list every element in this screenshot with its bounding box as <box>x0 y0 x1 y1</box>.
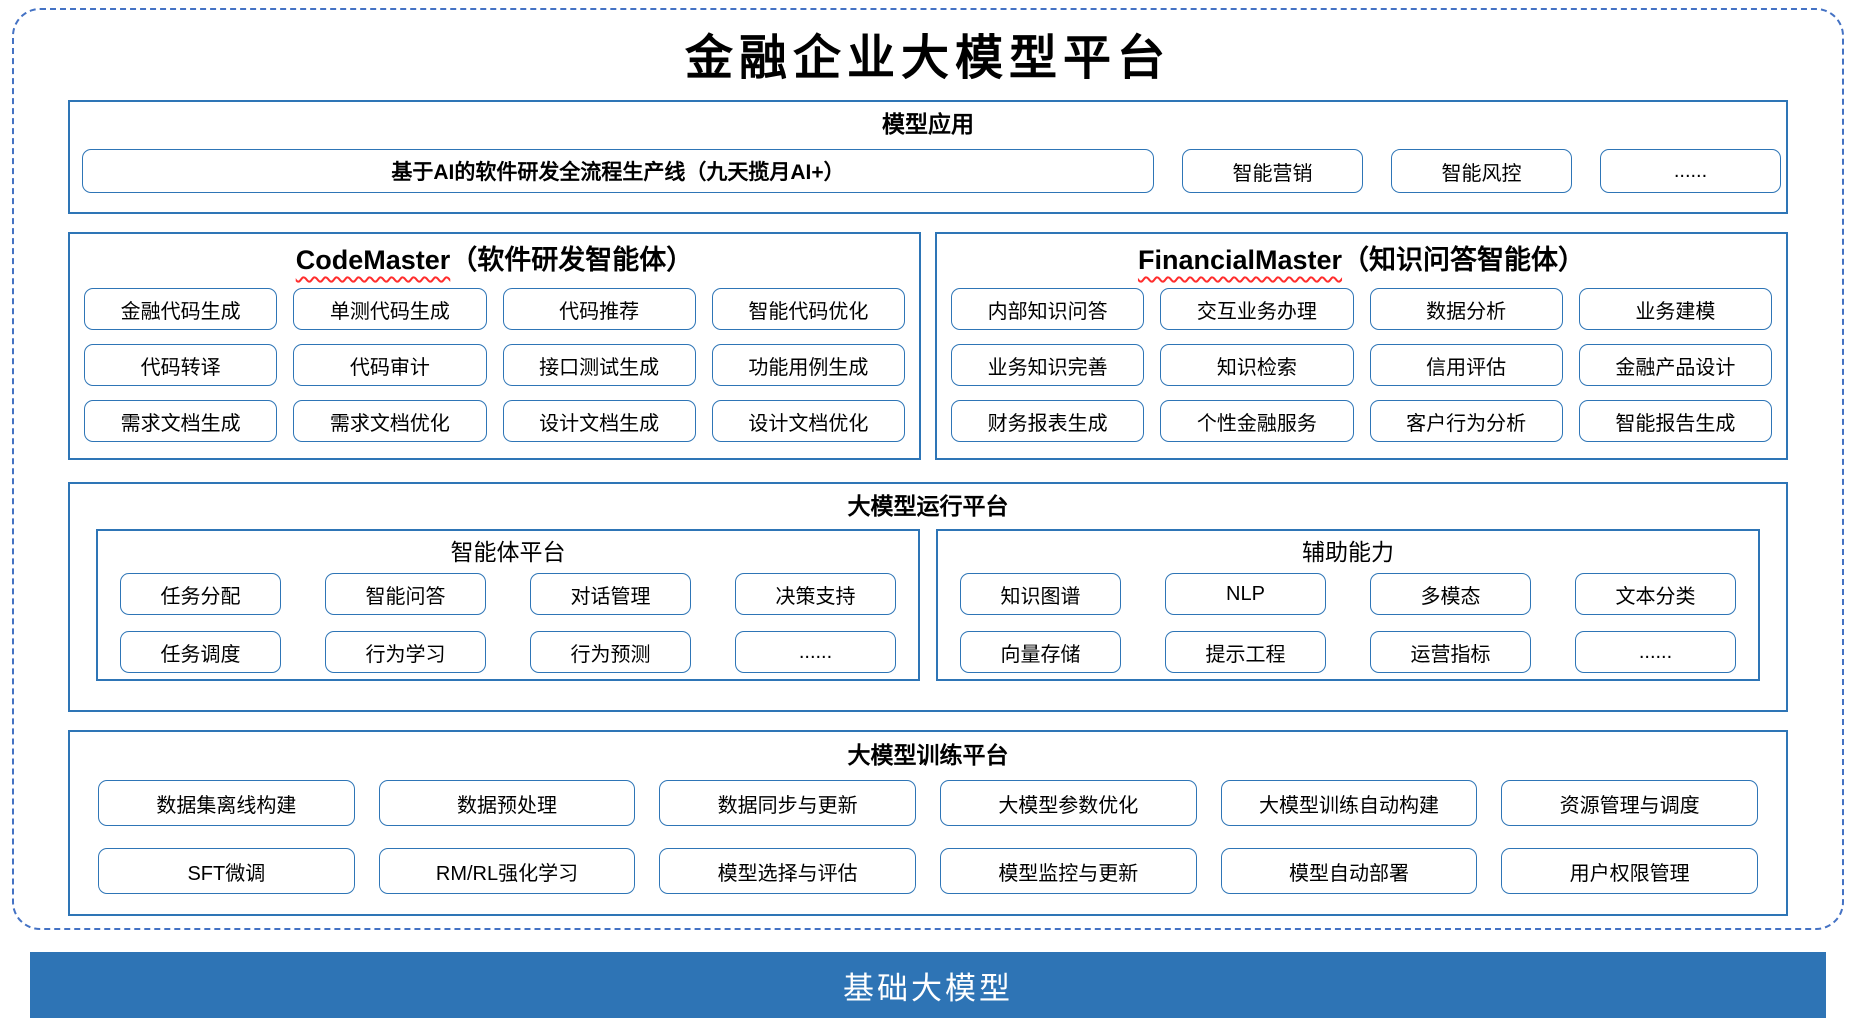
training-item: 数据集离线构建 <box>98 780 355 826</box>
codemaster-item: 代码转译 <box>84 344 278 386</box>
app-item: 智能营销 <box>1182 149 1363 193</box>
agent-platform-item: 决策支持 <box>735 573 896 615</box>
financialmaster-grid: 内部知识问答 交互业务办理 数据分析 业务建模 业务知识完善 知识检索 信用评估… <box>951 288 1772 442</box>
platform-boundary: 金融企业大模型平台 模型应用 基于AI的软件研发全流程生产线（九天揽月AI+） … <box>12 8 1844 930</box>
aux-capability-box: 辅助能力 知识图谱 NLP 多模态 文本分类 向量存储 提示工程 运营指标 ..… <box>936 529 1760 681</box>
financialmaster-item: 金融产品设计 <box>1578 344 1772 386</box>
training-item: 模型监控与更新 <box>939 848 1197 894</box>
aux-capability-header: 辅助能力 <box>1302 539 1394 565</box>
financialmaster-item: 交互业务办理 <box>1160 288 1354 330</box>
financialmaster-item: 客户行为分析 <box>1369 400 1563 442</box>
training-item: 模型自动部署 <box>1220 848 1478 894</box>
agent-platform-box: 智能体平台 任务分配 智能问答 对话管理 决策支持 任务调度 行为学习 行为预测… <box>96 529 920 681</box>
codemaster-item: 金融代码生成 <box>84 288 278 330</box>
financialmaster-header: FinancialMaster（知识问答智能体） <box>951 240 1772 280</box>
aux-capability-item: 多模态 <box>1370 573 1531 615</box>
training-item: 模型选择与评估 <box>659 848 916 894</box>
codemaster-header-en: CodeMaster <box>295 245 451 275</box>
training-item: SFT微调 <box>98 848 355 894</box>
codemaster-item: 接口测试生成 <box>502 344 696 386</box>
codemaster-item: 需求文档优化 <box>293 400 487 442</box>
section-financialmaster: FinancialMaster（知识问答智能体） 内部知识问答 交互业务办理 数… <box>935 232 1788 460</box>
section-training-platform: 大模型训练平台 数据集离线构建 数据预处理 数据同步与更新 大模型参数优化 大模… <box>68 730 1788 916</box>
training-item: 大模型参数优化 <box>939 780 1197 826</box>
foundation-model-bar: 基础大模型 <box>30 952 1826 1018</box>
training-item: RM/RL强化学习 <box>378 848 636 894</box>
aux-capability-item-more: ...... <box>1575 631 1736 673</box>
financialmaster-header-en: FinancialMaster <box>1137 245 1343 275</box>
codemaster-item: 需求文档生成 <box>84 400 278 442</box>
agent-platform-grid: 任务分配 智能问答 对话管理 决策支持 任务调度 行为学习 行为预测 .....… <box>120 573 896 673</box>
agent-platform-item: 智能问答 <box>325 573 486 615</box>
aux-capability-item: 运营指标 <box>1370 631 1531 673</box>
app-item-pipeline: 基于AI的软件研发全流程生产线（九天揽月AI+） <box>82 149 1154 193</box>
training-item: 用户权限管理 <box>1501 848 1758 894</box>
codemaster-grid: 金融代码生成 单测代码生成 代码推荐 智能代码优化 代码转译 代码审计 接口测试… <box>84 288 905 442</box>
runtime-platform-header: 大模型运行平台 <box>847 493 1009 519</box>
codemaster-item: 智能代码优化 <box>711 288 905 330</box>
financialmaster-item: 业务知识完善 <box>951 344 1145 386</box>
section-model-applications: 模型应用 基于AI的软件研发全流程生产线（九天揽月AI+） 智能营销 智能风控 … <box>68 100 1788 214</box>
codemaster-item: 代码推荐 <box>502 288 696 330</box>
agent-platform-item-more: ...... <box>735 631 896 673</box>
agent-platform-item: 任务分配 <box>120 573 281 615</box>
app-item-more: ...... <box>1600 149 1781 193</box>
codemaster-item: 代码审计 <box>293 344 487 386</box>
training-item: 数据同步与更新 <box>659 780 916 826</box>
financialmaster-item: 内部知识问答 <box>951 288 1145 330</box>
aux-capability-item: 文本分类 <box>1575 573 1736 615</box>
training-item: 数据预处理 <box>378 780 636 826</box>
financialmaster-header-zh: （知识问答智能体） <box>1342 245 1586 275</box>
training-grid: 数据集离线构建 数据预处理 数据同步与更新 大模型参数优化 大模型训练自动构建 … <box>98 780 1758 894</box>
section-codemaster: CodeMaster（软件研发智能体） 金融代码生成 单测代码生成 代码推荐 智… <box>68 232 921 460</box>
aux-capability-grid: 知识图谱 NLP 多模态 文本分类 向量存储 提示工程 运营指标 ...... <box>960 573 1736 673</box>
aux-capability-item: 向量存储 <box>960 631 1121 673</box>
agent-platform-item: 对话管理 <box>530 573 691 615</box>
training-item: 资源管理与调度 <box>1501 780 1758 826</box>
aux-capability-item: 提示工程 <box>1165 631 1326 673</box>
financialmaster-item: 财务报表生成 <box>951 400 1145 442</box>
agents-row: CodeMaster（软件研发智能体） 金融代码生成 单测代码生成 代码推荐 智… <box>68 232 1788 460</box>
financialmaster-item: 信用评估 <box>1369 344 1563 386</box>
financialmaster-item: 数据分析 <box>1369 288 1563 330</box>
codemaster-item: 功能用例生成 <box>711 344 905 386</box>
agent-platform-header: 智能体平台 <box>450 539 566 565</box>
training-platform-header: 大模型训练平台 <box>847 742 1009 768</box>
section-runtime-platform: 大模型运行平台 智能体平台 任务分配 智能问答 对话管理 决策支持 任务调度 行… <box>68 482 1788 712</box>
runtime-columns: 智能体平台 任务分配 智能问答 对话管理 决策支持 任务调度 行为学习 行为预测… <box>96 529 1760 681</box>
training-item: 大模型训练自动构建 <box>1220 780 1478 826</box>
financialmaster-item: 智能报告生成 <box>1578 400 1772 442</box>
app-item: 智能风控 <box>1391 149 1572 193</box>
financialmaster-item: 知识检索 <box>1160 344 1354 386</box>
model-applications-header: 模型应用 <box>882 111 974 137</box>
agent-platform-item: 行为学习 <box>325 631 486 673</box>
codemaster-header-zh: （软件研发智能体） <box>450 245 694 275</box>
codemaster-header: CodeMaster（软件研发智能体） <box>84 240 905 280</box>
page-title: 金融企业大模型平台 <box>684 32 1171 85</box>
aux-capability-item: 知识图谱 <box>960 573 1121 615</box>
financialmaster-item: 业务建模 <box>1578 288 1772 330</box>
financialmaster-item: 个性金融服务 <box>1160 400 1354 442</box>
model-applications-row: 基于AI的软件研发全流程生产线（九天揽月AI+） 智能营销 智能风控 .....… <box>82 149 1781 193</box>
codemaster-item: 设计文档优化 <box>711 400 905 442</box>
agent-platform-item: 行为预测 <box>530 631 691 673</box>
codemaster-item: 设计文档生成 <box>502 400 696 442</box>
aux-capability-item: NLP <box>1165 573 1326 615</box>
codemaster-item: 单测代码生成 <box>293 288 487 330</box>
agent-platform-item: 任务调度 <box>120 631 281 673</box>
